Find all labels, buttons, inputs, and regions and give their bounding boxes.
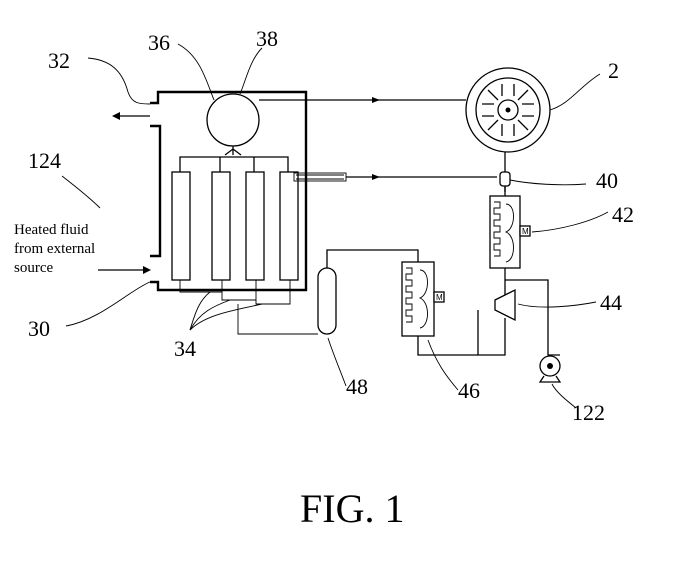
label-2: 2 bbox=[608, 58, 619, 83]
valve-40 bbox=[500, 172, 510, 186]
caption-line-1: Heated fluid bbox=[14, 222, 89, 238]
label-34: 34 bbox=[174, 336, 196, 361]
label-38: 38 bbox=[256, 26, 278, 51]
header-manifold bbox=[180, 146, 288, 172]
condenser-46: M bbox=[402, 262, 444, 355]
inlet-arrowhead bbox=[143, 266, 151, 274]
tube-2 bbox=[212, 172, 230, 280]
return-line bbox=[294, 173, 497, 181]
condenser-42: M bbox=[490, 196, 530, 268]
figure-title: FIG. 1 bbox=[300, 486, 404, 531]
heated-fluid-caption: Heated fluid from external source bbox=[14, 222, 95, 276]
tube-4 bbox=[280, 172, 298, 280]
label-44: 44 bbox=[600, 290, 622, 315]
outlet-arrowhead bbox=[112, 112, 120, 120]
label-124: 124 bbox=[28, 148, 61, 173]
label-30: 30 bbox=[28, 316, 50, 341]
steam-line bbox=[259, 97, 466, 103]
caption-line-3: source bbox=[14, 260, 53, 276]
heat-exchanger-tubes bbox=[172, 172, 318, 334]
label-32: 32 bbox=[48, 48, 70, 73]
pump-44 bbox=[495, 290, 515, 320]
inlet-frame bbox=[150, 126, 160, 256]
label-122: 122 bbox=[572, 400, 605, 425]
motor-mark-46: M bbox=[436, 293, 443, 302]
tube-3 bbox=[246, 172, 264, 280]
motor-mark-42: M bbox=[522, 227, 529, 236]
label-40: 40 bbox=[596, 168, 618, 193]
drum-36 bbox=[207, 94, 259, 146]
turbine-2 bbox=[466, 68, 550, 152]
pump-122 bbox=[540, 356, 560, 382]
label-48: 48 bbox=[346, 374, 368, 399]
tube-1 bbox=[172, 172, 190, 280]
label-42: 42 bbox=[612, 202, 634, 227]
caption-line-2: from external bbox=[14, 241, 95, 257]
housing bbox=[98, 92, 306, 290]
label-46: 46 bbox=[458, 378, 480, 403]
label-36: 36 bbox=[148, 30, 170, 55]
